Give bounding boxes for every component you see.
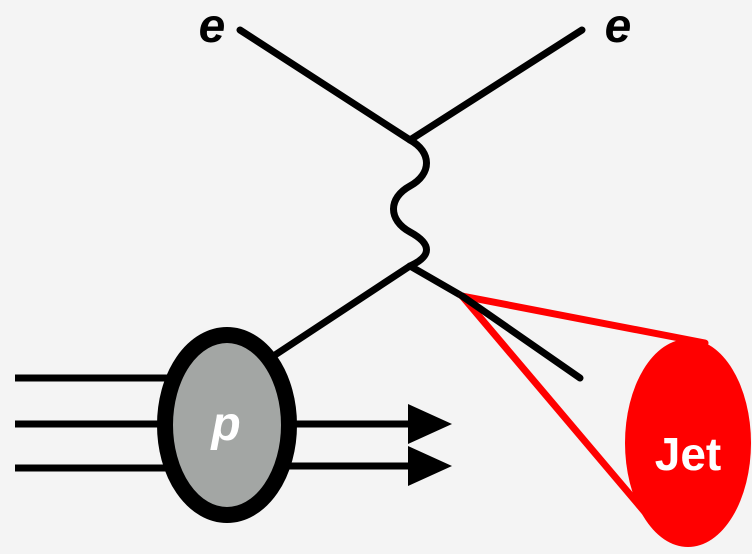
incoming-electron-line [236, 26, 414, 144]
struck-quark-line [271, 262, 414, 359]
outgoing-electron-line [406, 26, 586, 144]
jet-cone-upper-edge [458, 292, 709, 347]
jet-label: Jet [655, 428, 721, 480]
photon-propagator [390, 136, 430, 270]
jet-ellipse [625, 339, 751, 547]
outgoing-quark-line [406, 262, 466, 300]
jet-cone-lower-edge [458, 292, 664, 534]
jet-particle-line [458, 292, 584, 382]
electron-out-label: e [605, 0, 632, 53]
electron-in-label: e [199, 0, 226, 53]
proton-label: p [209, 398, 240, 451]
remnant-arrow-1 [408, 404, 452, 444]
proton-blob [157, 327, 297, 523]
remnant-arrow-2 [408, 446, 452, 486]
